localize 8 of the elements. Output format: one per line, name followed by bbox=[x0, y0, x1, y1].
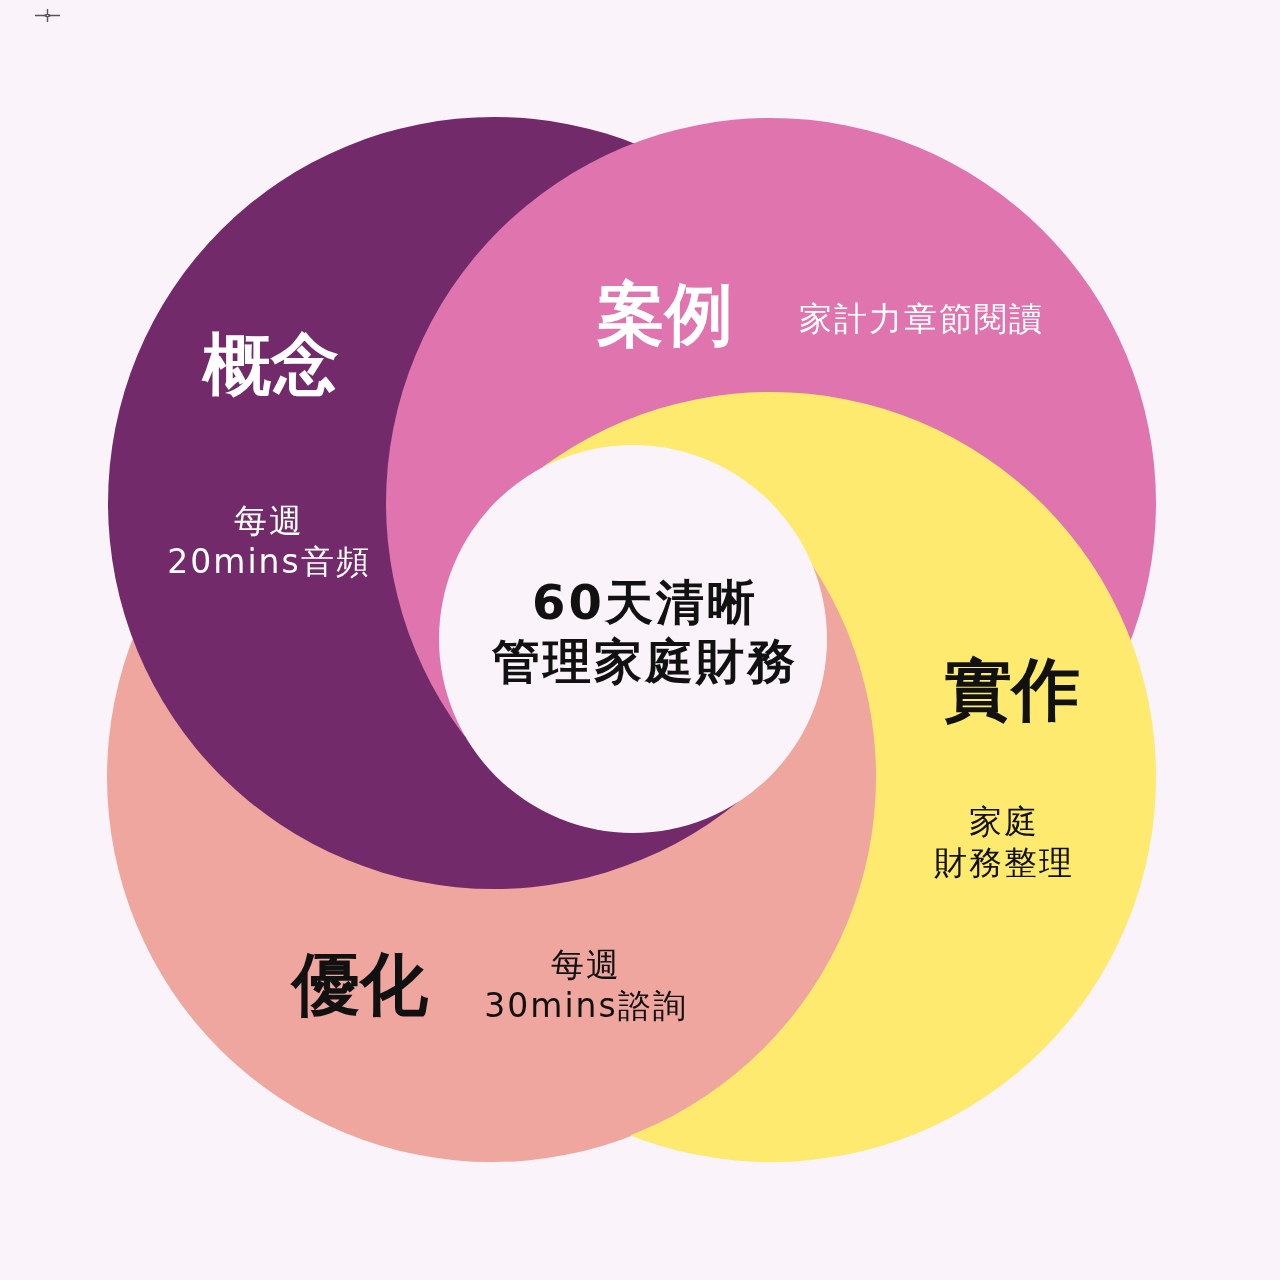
section-note: 每週20mins音頻 bbox=[167, 500, 371, 582]
section-note: 家計力章節閱讀 bbox=[798, 297, 1044, 339]
center-title: 60天清晰管理家庭財務 bbox=[492, 573, 798, 691]
section-heading: 優化 bbox=[292, 951, 428, 1019]
section-heading: 概念 bbox=[203, 331, 339, 399]
section-heading: 實作 bbox=[944, 656, 1080, 724]
section-note: 家庭財務整理 bbox=[934, 801, 1074, 883]
section-note: 每週30mins諮詢 bbox=[484, 944, 688, 1026]
